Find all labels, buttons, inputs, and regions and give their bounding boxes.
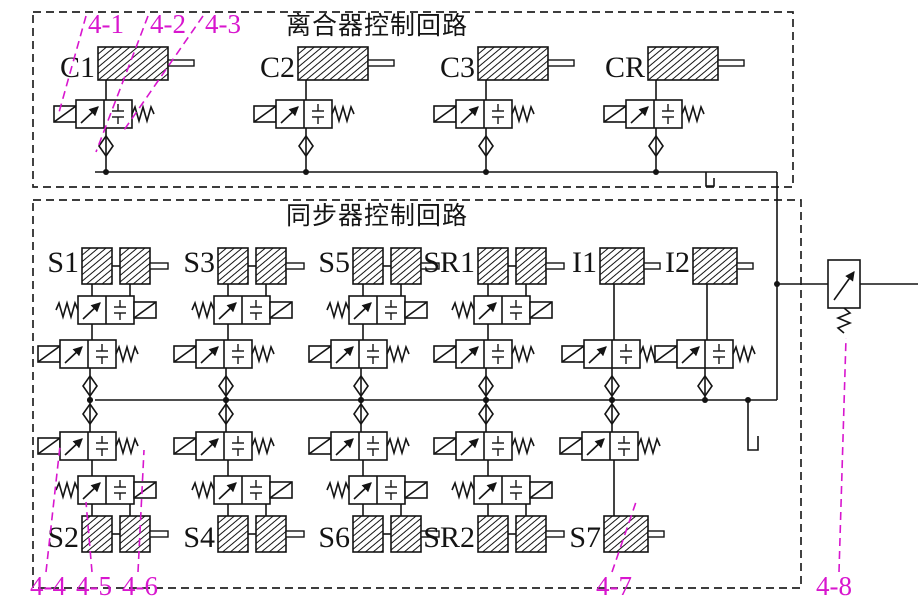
valve-symbol	[562, 340, 662, 368]
callout-label: 4-6	[122, 571, 158, 601]
sync-exhaust-pipe	[747, 400, 759, 451]
supply-valve-unit	[827, 259, 861, 334]
valve-symbol	[309, 432, 409, 460]
component-label: S2	[47, 521, 79, 554]
exhaust-icon	[705, 171, 715, 187]
clutch-unit-c3: C3	[434, 46, 575, 175]
cylinder-symbol	[297, 46, 395, 81]
component-label: S3	[183, 246, 215, 279]
cylinder-symbol	[81, 515, 169, 553]
spring-icon	[835, 307, 853, 334]
cylinder-symbol	[97, 46, 195, 81]
valve-symbol	[54, 100, 154, 128]
sync-unit-s3: S3	[174, 246, 305, 403]
valve-symbol	[434, 432, 534, 460]
intermediate-unit-i1: I1	[562, 246, 662, 403]
valve-symbol	[192, 296, 292, 324]
junction-dot	[702, 397, 708, 403]
junction-dot	[653, 169, 659, 175]
junction-dot	[745, 397, 751, 403]
component-label: S1	[47, 246, 79, 279]
valve-symbol	[38, 340, 138, 368]
junction-dot	[774, 281, 780, 287]
component-label: I1	[572, 246, 597, 279]
cylinder-symbol	[477, 247, 565, 285]
sync-section-frame	[32, 199, 802, 589]
valve-symbol	[327, 296, 427, 324]
cylinder-symbol	[599, 247, 661, 285]
cylinder-symbol	[217, 247, 305, 285]
valve-symbol	[254, 100, 354, 128]
valve-symbol	[604, 100, 704, 128]
cylinder-symbol	[81, 247, 169, 285]
component-label: S7	[569, 521, 601, 554]
cylinder-symbol	[603, 515, 665, 553]
callout-leader-4-2	[95, 15, 149, 153]
valve-symbol	[452, 476, 552, 504]
flow-arrow-icon	[833, 271, 855, 301]
supply-valve-body	[827, 259, 861, 309]
sync-unit-s7: S7	[560, 397, 665, 554]
cylinder-symbol	[477, 46, 575, 81]
clutch-unit-cr: CR	[604, 46, 745, 175]
sync-unit-s6: S6	[309, 397, 440, 554]
valve-symbol	[56, 296, 156, 324]
supply-piping	[95, 171, 918, 451]
callout-label: 4-4	[30, 571, 66, 601]
cylinder-symbol	[692, 247, 754, 285]
sync-unit-sr1: SR1	[423, 246, 565, 403]
clutch-section-title: 离合器控制回路	[286, 12, 468, 40]
valve-symbol	[560, 432, 660, 460]
valve-symbol	[434, 340, 534, 368]
valve-symbol	[309, 340, 409, 368]
component-label: CR	[605, 51, 645, 84]
component-label: S6	[318, 521, 350, 554]
component-label: SR2	[423, 521, 475, 554]
callout-leader-4-3	[121, 15, 204, 134]
callout-label: 4-8	[816, 571, 852, 601]
component-label: C2	[260, 51, 295, 84]
callout-label: 4-7	[596, 571, 632, 601]
intermediate-unit-i2: I2	[655, 246, 755, 403]
junction-dot	[103, 169, 109, 175]
callout-label: 4-1	[88, 9, 124, 39]
callout-label: 4-5	[76, 571, 112, 601]
clutch-unit-c1: C1	[54, 46, 195, 175]
component-label: SR1	[423, 246, 475, 279]
sync-unit-s5: S5	[309, 246, 440, 403]
valve-symbol	[452, 296, 552, 324]
valve-symbol	[327, 476, 427, 504]
callout-label: 4-3	[205, 9, 241, 39]
callout-leader-4-8	[838, 337, 847, 573]
component-label: C1	[60, 51, 95, 84]
component-label: C3	[440, 51, 475, 84]
callout-leader-4-1	[57, 15, 87, 117]
junction-dot	[483, 169, 489, 175]
sync-unit-s4: S4	[174, 397, 305, 554]
cylinder-symbol	[477, 515, 565, 553]
component-label: S4	[183, 521, 215, 554]
sync-unit-s2: S2	[38, 397, 169, 554]
valve-symbol	[434, 100, 534, 128]
valve-symbol	[174, 340, 274, 368]
junction-dot	[303, 169, 309, 175]
valve-symbol	[192, 476, 292, 504]
cylinder-symbol	[647, 46, 745, 81]
callout-label: 4-2	[150, 9, 186, 39]
sync-section-title: 同步器控制回路	[286, 202, 468, 230]
callout-leader-4-6	[137, 449, 145, 573]
valve-symbol	[655, 340, 755, 368]
clutch-section-frame	[32, 11, 794, 188]
cylinder-symbol	[217, 515, 305, 553]
valve-symbol	[38, 432, 138, 460]
sync-unit-sr2: SR2	[423, 397, 565, 554]
sync-unit-s1: S1	[38, 246, 169, 403]
callout-annotations: 4-1 4-2 4-3 4-4 4-5 4-6 4-7 4-8	[30, 9, 852, 601]
clutch-unit-c2: C2	[254, 46, 395, 175]
valve-symbol	[174, 432, 274, 460]
component-label: S5	[318, 246, 350, 279]
component-label: I2	[665, 246, 690, 279]
callout-leader-4-4	[45, 445, 61, 573]
callout-leader-4-5	[85, 501, 93, 573]
